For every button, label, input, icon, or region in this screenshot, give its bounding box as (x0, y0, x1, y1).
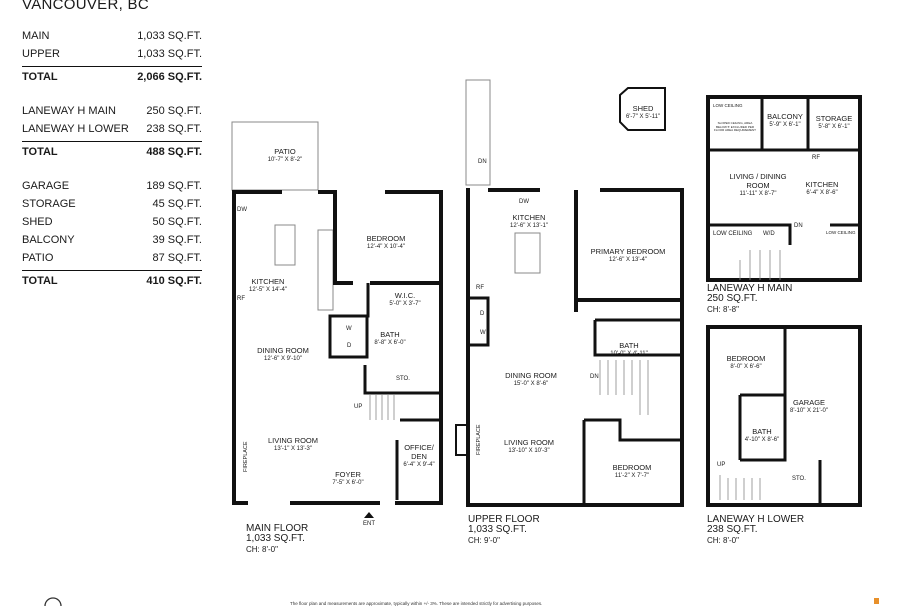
label-rf-upper: RF (476, 285, 484, 291)
label-dw-upper: DW (519, 199, 529, 205)
label-fireplace-upper: FIREPLACE (476, 424, 482, 455)
property-location: VANCOUVER, BC (22, 0, 149, 13)
label-ent: ENT (363, 521, 375, 527)
label-washer-upper: W (480, 330, 486, 336)
entrance-arrow-icon (364, 512, 374, 518)
label-sto: STO. (396, 376, 410, 382)
label-fireplace-main: FIREPLACE (243, 441, 249, 472)
label-dn-exterior: DN (478, 159, 487, 165)
label-up: UP (354, 404, 363, 410)
label-up-lower: UP (717, 462, 726, 468)
label-rf: RF (237, 296, 245, 302)
room-wic: W.I.C.5'-0" X 3'-7" (389, 291, 421, 307)
label-low-ceiling-3: LOW CEILING (826, 230, 856, 235)
kitchen-island-upper (514, 232, 541, 274)
label-rf-laneway: RF (812, 155, 820, 161)
brand-logo-icon (874, 598, 879, 604)
label-low-ceiling-2: LOW CEILING (713, 231, 753, 237)
label-dryer: D (347, 343, 352, 349)
label-sto-lower: STO. (792, 476, 806, 482)
label-dn-stairs: DN (590, 374, 599, 380)
label-dn-laneway: DN (794, 223, 803, 229)
kitchen-island (274, 224, 296, 266)
disclaimer: The floor plan and measurements are appr… (290, 601, 543, 606)
label-low-ceiling: LOW CEILING (713, 103, 743, 108)
label-washer: W (346, 326, 352, 332)
label-dw: DW (237, 207, 247, 213)
shed-outline (619, 87, 666, 131)
label-wd: W/D (763, 231, 775, 237)
exterior-stair (465, 79, 491, 186)
label-sloped-ceiling: SLOPED CEILING, AREA BELOW 5' EXCLUDED P… (713, 121, 756, 132)
label-dryer-upper: D (480, 311, 485, 317)
compass-icon (44, 597, 62, 606)
